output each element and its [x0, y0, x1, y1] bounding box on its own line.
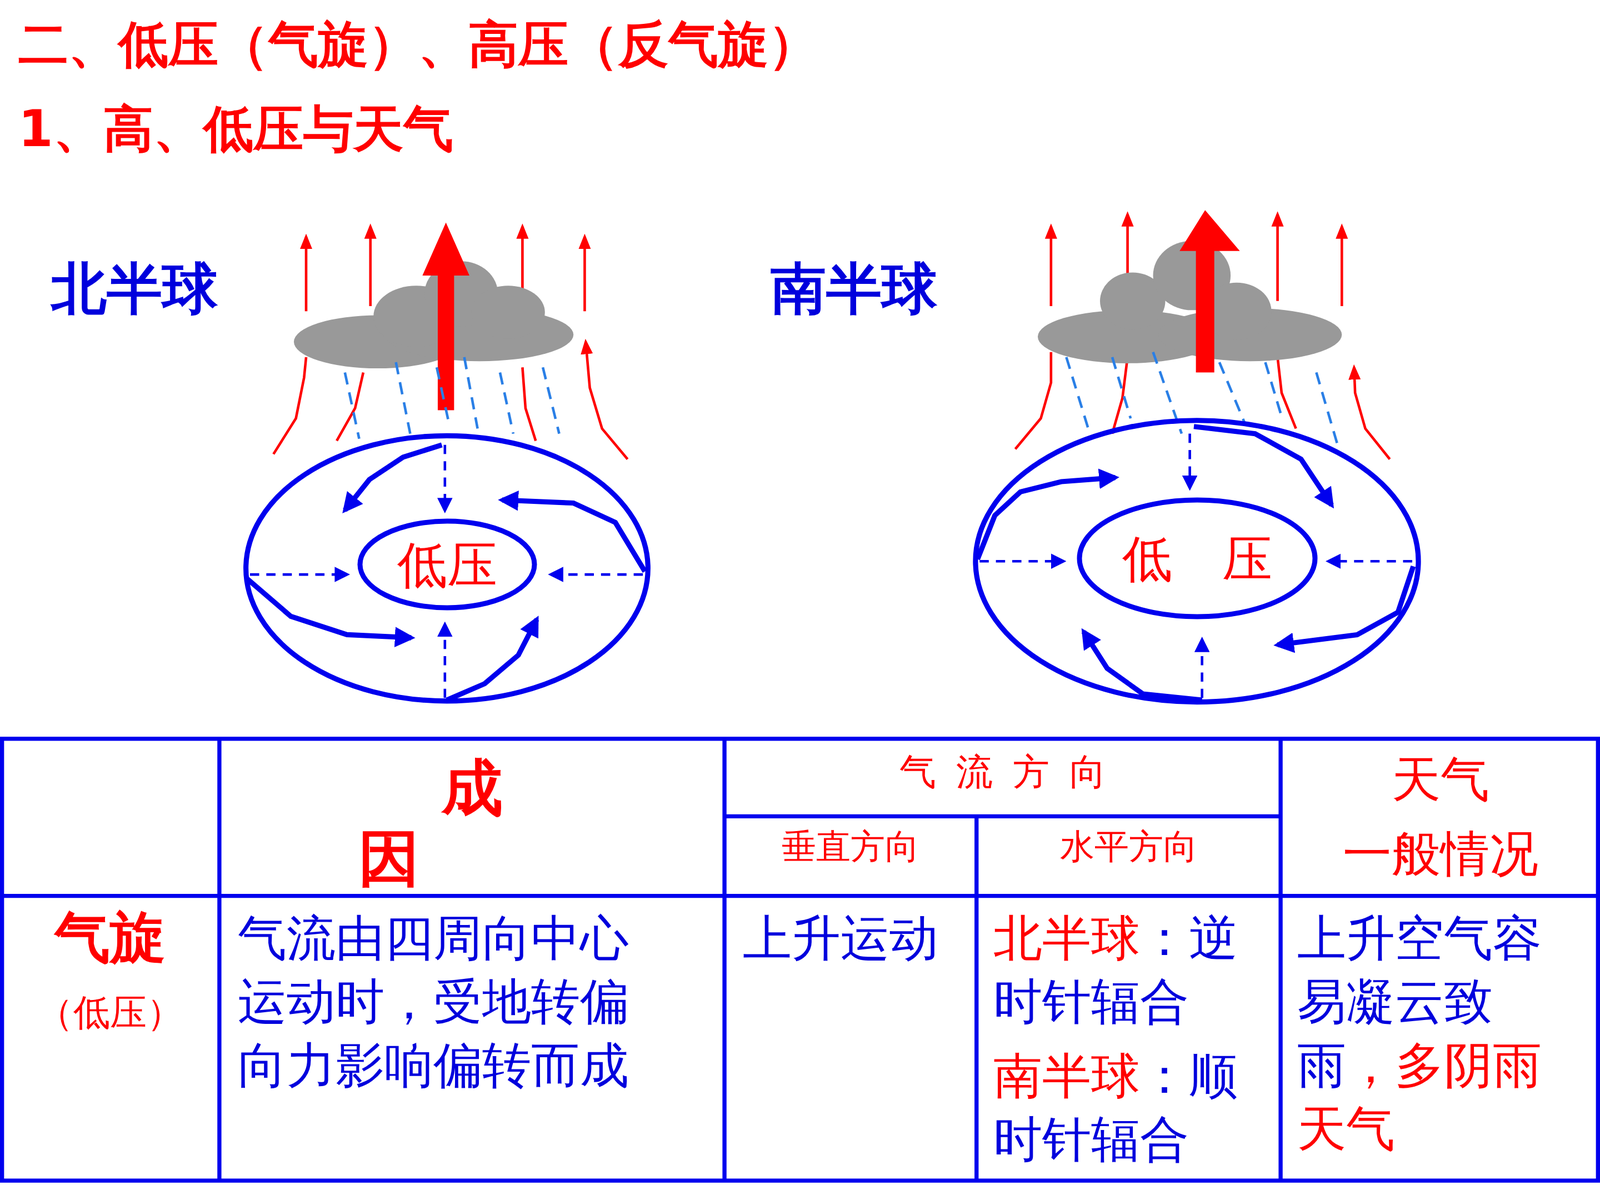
low-pressure-centre: 低 压: [1076, 497, 1318, 620]
table-header: 垂直方向: [781, 826, 920, 867]
table-header: 一般情况: [1342, 825, 1539, 883]
big-rising-arrow: [422, 222, 469, 410]
isobar-ellipse: [360, 521, 535, 608]
inflow-arrows: [977, 426, 1414, 700]
dashed-inflow: [979, 433, 1413, 699]
text-block: 一般情况: [1280, 825, 1600, 882]
row-header: （低压）: [36, 991, 184, 1034]
section-heading: 1、高、低压与天气: [18, 99, 454, 158]
text-block: 北半球: [51, 256, 285, 321]
rain: [345, 357, 560, 439]
table-header: 气流方向: [879, 750, 1127, 794]
low-pressure-centre: 低压: [357, 518, 538, 611]
text-block: 南半球：顺时针辐合: [993, 1044, 1266, 1172]
text-block: 气流由四周向中心运动时，受地转偏向力影响偏转而成: [237, 906, 649, 1098]
outer-isobar: [975, 420, 1419, 703]
pressure-label: 低 压: [1122, 531, 1273, 587]
text-block: 上升空气容易凝云致雨，多阴雨天气: [1297, 906, 1570, 1162]
cloud: [293, 261, 574, 369]
cloud: [1037, 240, 1342, 363]
big-rising-arrow: [1179, 210, 1240, 373]
hemisphere-label: 北半球: [51, 256, 218, 322]
table-header: 天气: [1391, 750, 1490, 808]
text-block: 垂直方向: [724, 826, 977, 867]
table-cell: 上升运动: [742, 909, 939, 967]
text-block: 成因: [219, 752, 725, 894]
table-cell: 气流由四周向中心运动时，受地转偏向力影响偏转而成: [237, 909, 629, 1094]
text-block: （低压）: [0, 991, 220, 1034]
table-header: 成因: [275, 752, 670, 894]
text-block: 北半球：逆时针辐合: [993, 906, 1266, 1034]
text-block: 气旋: [0, 905, 220, 970]
table-cell: 北半球: [993, 909, 1140, 967]
hemisphere-label: 南半球: [770, 256, 938, 322]
text-block: 气流方向: [724, 751, 1281, 794]
inflow-arrows: [246, 445, 645, 700]
row-header: 气旋: [54, 905, 166, 970]
text-block: 1、高、低压与天气: [18, 100, 797, 158]
text-block: 水平方向: [976, 826, 1281, 867]
dashed-inflow: [250, 445, 643, 699]
table-header: 水平方向: [1060, 826, 1198, 867]
slide-title: 二、低压（气旋）、高压（反气旋）: [18, 16, 819, 72]
table-grid: [2, 738, 1599, 1181]
text-block: 天气: [1280, 751, 1600, 808]
outer-isobar: [246, 435, 649, 702]
text-block: 南半球: [770, 256, 1004, 321]
text-block: 上升运动: [742, 906, 977, 970]
isobar-ellipse: [1079, 500, 1315, 617]
pressure-label: 低压: [397, 537, 498, 593]
table-cell: 南半球: [993, 1047, 1140, 1105]
